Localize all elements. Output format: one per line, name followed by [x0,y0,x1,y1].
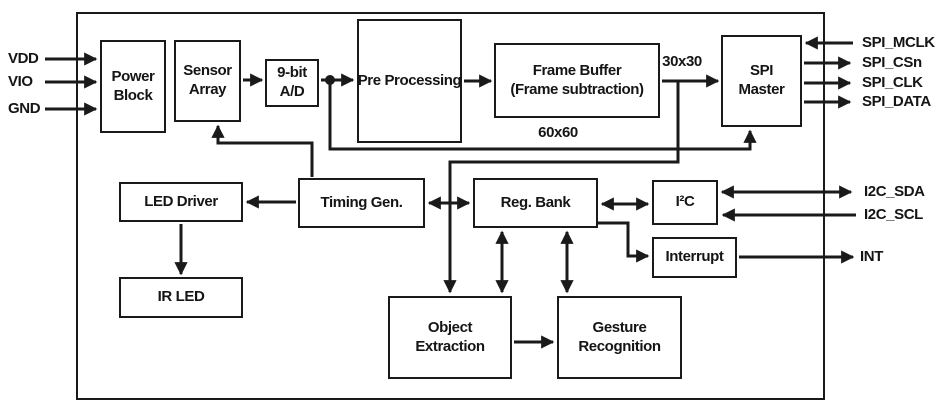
interrupt-label: Interrupt [665,248,724,266]
signal-label-i2c-scl: I2C_SCL [864,206,923,223]
signal-label-i2c-sda: I2C_SDA [864,183,925,200]
spi-master-label2: Master [738,81,785,98]
frame-buffer-label: Frame Buffer [532,61,622,79]
object-extraction-label2: Extraction [415,337,485,355]
gesture-recognition-block: Gesture Recognition [557,296,682,379]
signal-label-vio: VIO [8,73,33,90]
chip-boundary [76,12,825,400]
reg-bank-block: Reg. Bank [473,178,598,228]
power-block-label: Power [111,67,155,85]
spi-master-label: SPI [750,62,773,80]
signal-label-spi-mclk: SPI_MCLK [862,34,935,51]
power-block-label2: Block [113,86,153,104]
signal-label-gnd: GND [8,100,41,117]
pre-processing-block: Pre Processing [357,19,462,143]
frame-buffer-label2: (Frame subtraction) [510,80,644,98]
led-driver-block: LED Driver [119,182,243,222]
led-driver-label: LED Driver [144,192,218,210]
spi-master-block: SPI Master [721,35,802,127]
adc-label2: A/D [279,83,305,100]
bus-label-60x60: 60x60 [538,124,578,141]
sensor-array-label: Sensor [183,62,232,80]
object-extraction-label: Object [427,318,473,336]
object-extraction-block: Object Extraction [388,296,512,379]
signal-label-spi-data: SPI_DATA [862,93,931,110]
signal-label-spi-clk: SPI_CLK [862,74,923,91]
sensor-array-label2: Array [188,81,227,98]
power-block: Power Block [100,40,166,133]
reg-bank-label: Reg. Bank [500,193,571,211]
adc-block: 9-bit A/D [265,59,319,107]
i2c-label: I²C [675,193,695,211]
bus-label-30x30: 30x30 [662,53,702,70]
signal-label-spi-csn: SPI_CSn [862,54,922,71]
timing-gen-label: Timing Gen. [320,193,403,211]
signal-label-int: INT [860,248,883,265]
pre-processing-label: Pre Processing [357,71,462,89]
ir-led-block: IR LED [119,277,243,318]
gesture-recognition-label: Gesture [592,318,647,336]
frame-buffer-block: Frame Buffer (Frame subtraction) [494,43,660,118]
adc-label: 9-bit [277,64,307,82]
i2c-block: I²C [652,180,718,225]
interrupt-block: Interrupt [652,237,737,278]
timing-gen-block: Timing Gen. [298,178,425,228]
signal-label-vdd: VDD [8,50,39,67]
ir-led-label: IR LED [157,288,205,306]
sensor-array-block: Sensor Array [174,40,241,122]
gesture-recognition-label2: Recognition [578,337,661,355]
